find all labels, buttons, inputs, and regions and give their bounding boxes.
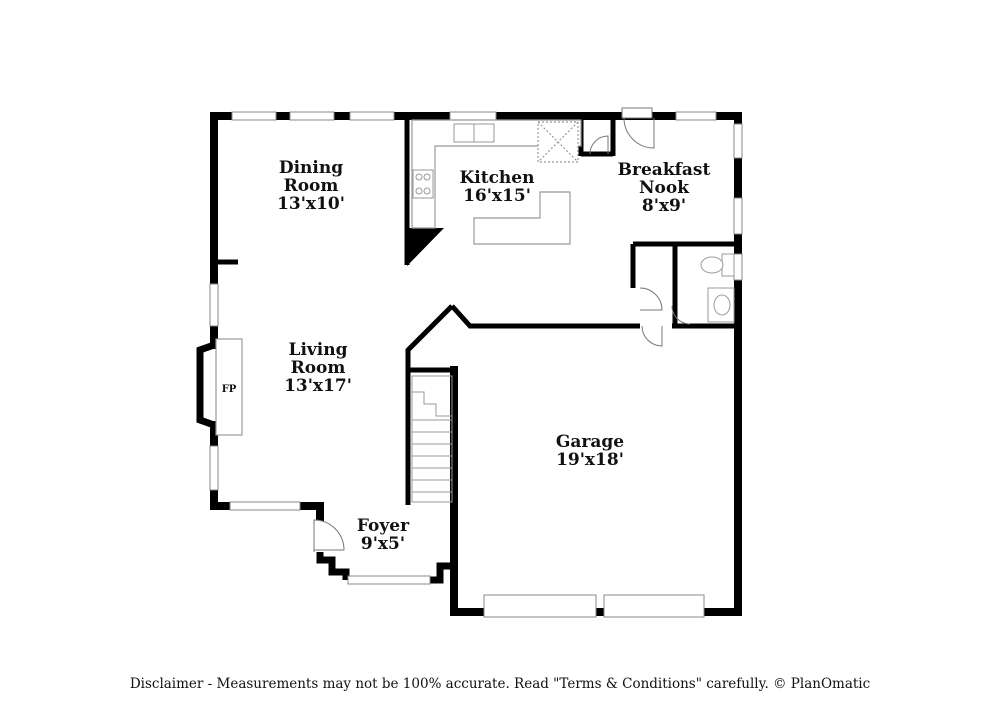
stove: [412, 169, 434, 199]
disclaimer-text: Disclaimer - Measurements may not be 100…: [129, 676, 871, 692]
sink: [453, 123, 495, 143]
garage-size: 19'x18': [556, 450, 624, 470]
floor-plan: FP: [196, 107, 743, 618]
fireplace: [215, 338, 243, 436]
fireplace-label: FP: [222, 384, 237, 395]
living-room-label-2: Room: [291, 358, 346, 378]
kitchen-label: Kitchen: [460, 168, 535, 188]
kitchen-size: 16'x15': [463, 186, 531, 206]
foyer-label: Foyer: [357, 516, 410, 536]
windows: [209, 111, 743, 618]
living-room-label: Living: [289, 340, 348, 360]
stairs: [411, 375, 453, 503]
living-room-size: 13'x17': [284, 376, 352, 396]
dining-room-label-2: Room: [284, 176, 339, 196]
breakfast-nook-size: 8'x9': [642, 196, 686, 216]
fireplace-bump: [196, 341, 216, 429]
dining-room-label: Dining: [279, 158, 343, 178]
dining-room-size: 13'x10': [277, 194, 345, 214]
bathroom-fixtures: [700, 253, 735, 323]
foyer-walls: [316, 552, 458, 584]
foyer-size: 9'x5': [361, 534, 405, 554]
kitchen-counters: [411, 119, 582, 245]
breakfast-nook-label: Breakfast: [618, 160, 711, 180]
doors: [313, 107, 691, 552]
breakfast-nook-label-2: Nook: [639, 178, 690, 198]
kitchen-wall-wedge: [407, 228, 444, 266]
garage-label: Garage: [556, 432, 624, 452]
interior-walls: [214, 120, 738, 505]
